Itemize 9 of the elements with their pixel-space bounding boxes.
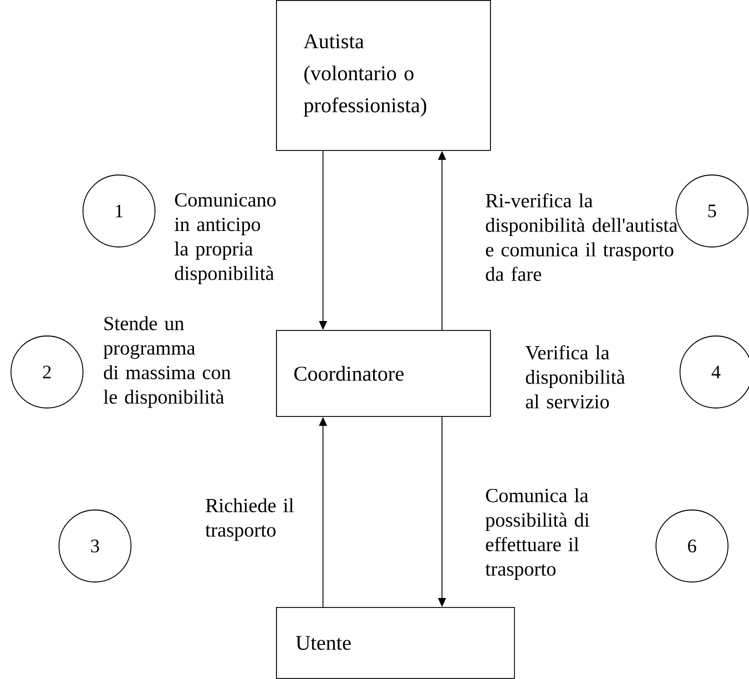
edge-label: Comunica la possibilità di effettuare il trasporto: [485, 488, 590, 580]
edge-label: Ri-verifica la disponibilità dell'autista e comunica il trasporto da fare: [486, 193, 678, 281]
step-description: Stende un programma di massima con le disponibilità: [104, 316, 231, 408]
edge-label: Richiede il trasporto: [205, 498, 294, 541]
process-box: Coordinatore: [276, 330, 491, 417]
edge-label: Comunicano in anticipo la propria disponibilità: [174, 193, 276, 284]
process-box: Autista (volontario o professionista): [276, 0, 491, 151]
process-box: Utente: [276, 607, 515, 679]
step-description: Verifica la disponibilità al servizio: [525, 345, 625, 408]
